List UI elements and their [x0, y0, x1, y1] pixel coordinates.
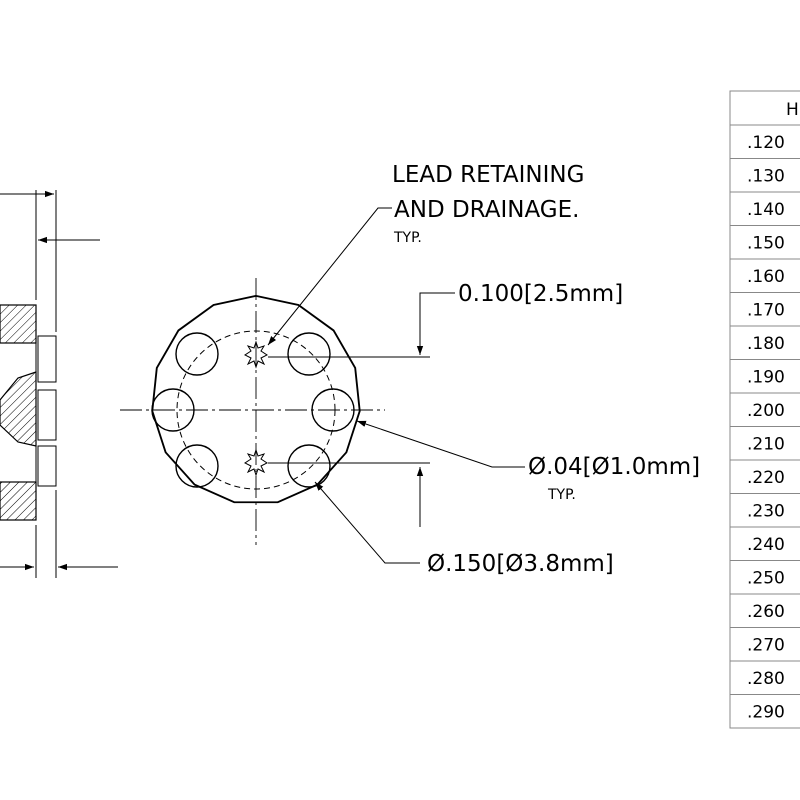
lead-step-3 — [37, 445, 57, 487]
hole-lower-right — [287, 444, 331, 488]
table-cell-value: .240 — [747, 535, 785, 555]
lead-typ-label: TYP. — [393, 230, 422, 246]
table-cell-value: .230 — [747, 502, 785, 522]
spacing-dimension-label: 0.100[2.5mm] — [458, 281, 623, 307]
hole-left — [151, 388, 195, 432]
table-cell-value: .270 — [747, 636, 785, 656]
hatched-region-bottom — [0, 481, 37, 521]
leaders — [267, 207, 525, 564]
hole-lower-left — [175, 444, 219, 488]
table-header: H — [786, 100, 799, 120]
table-cell-value: .280 — [747, 669, 785, 689]
table-cell-value: .290 — [747, 703, 785, 723]
table-cell-value: .250 — [747, 569, 785, 589]
hole-right — [311, 388, 355, 432]
hole-diameter-label: Ø.04[Ø1.0mm] — [528, 454, 700, 480]
table-cell-value: .170 — [747, 301, 785, 321]
hole-upper-left — [175, 332, 219, 376]
table-cell-value: .150 — [747, 234, 785, 254]
table-cell-value: .260 — [747, 602, 785, 622]
lead-retaining-leader — [267, 207, 392, 346]
lead-retaining-label: LEAD RETAINING — [392, 162, 584, 188]
bolt-diameter-leader — [314, 481, 420, 564]
table-cell-value: .200 — [747, 401, 785, 421]
end-view — [120, 278, 430, 545]
hole-diameter-leader — [356, 420, 525, 468]
section-view — [0, 190, 118, 578]
table-cell-value: .190 — [747, 368, 785, 388]
drainage-label: AND DRAINAGE. — [394, 197, 579, 223]
drainage-star-bottom — [244, 448, 268, 477]
table-cell-value: .130 — [747, 167, 785, 187]
table-cell-value: .140 — [747, 200, 785, 220]
table-cell-value: .210 — [747, 435, 785, 455]
annotation-text: LEAD RETAINING AND DRAINAGE. TYP. 0.100[… — [392, 162, 700, 577]
hole-upper-right — [287, 332, 331, 376]
spacing-dimension-arrow-top — [416, 292, 455, 355]
hatched-region-top — [0, 304, 37, 344]
lead-step-2 — [37, 389, 57, 441]
hatched-region-middle — [0, 371, 37, 447]
lead-step-1 — [37, 335, 57, 383]
table-cell-value: .220 — [747, 468, 785, 488]
table-cell — [729, 694, 800, 729]
table-cell-value: .180 — [747, 334, 785, 354]
dimension-table: H .120 .130 .140 .150 .160 .170 .180 .190 .200 .2… — [729, 90, 800, 729]
drainage-star-top — [244, 340, 268, 369]
table-cell-value: .120 — [747, 133, 785, 153]
hole-typ-label: TYP. — [547, 487, 576, 503]
table-cell-value: .160 — [747, 267, 785, 287]
bolt-diameter-label: Ø.150[Ø3.8mm] — [427, 551, 614, 577]
